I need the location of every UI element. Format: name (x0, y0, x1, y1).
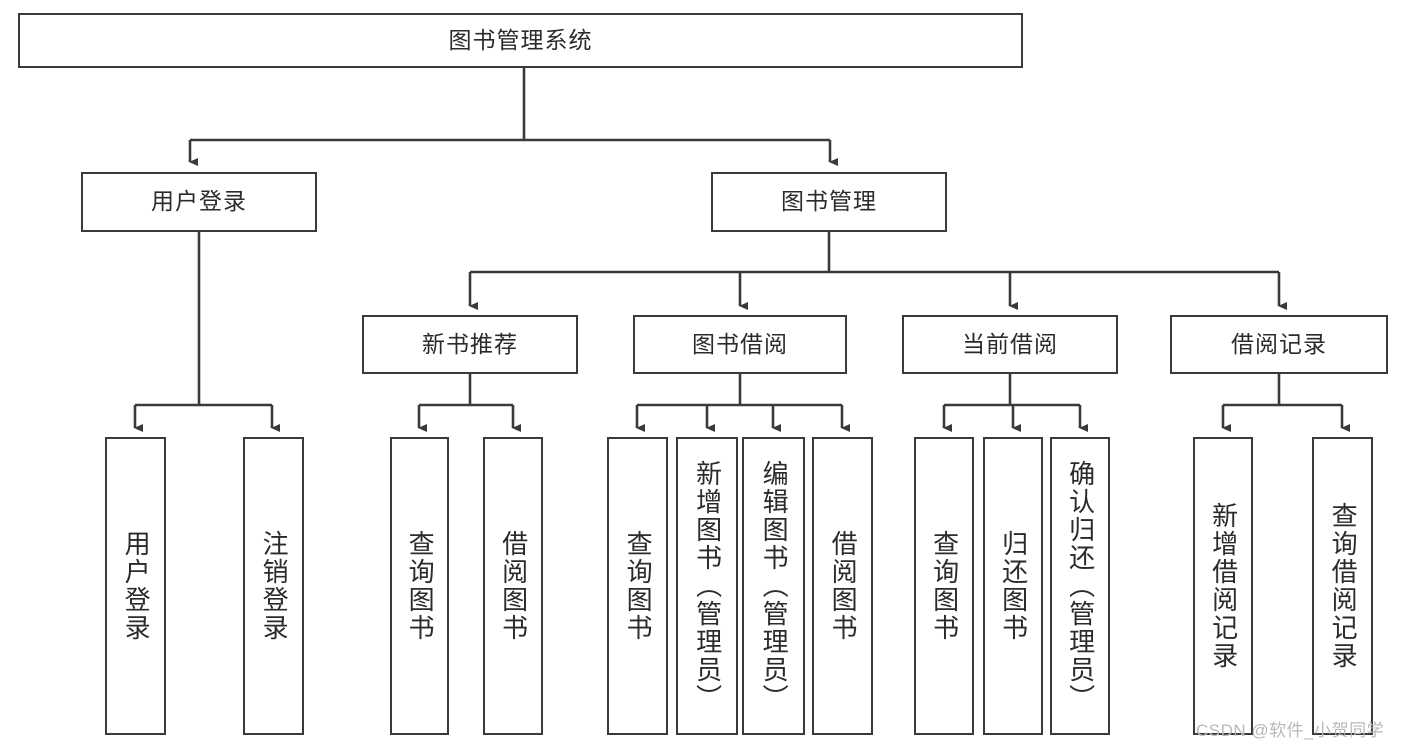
watermark-text: CSDN @软件_小贺同学 (1196, 721, 1385, 740)
node-label: 借阅图书 (828, 530, 859, 642)
leaf-current-borrow-return[interactable]: 归还图书 (983, 437, 1043, 735)
leaf-borrow-record-query[interactable]: 查询借阅记录 (1312, 437, 1373, 735)
leaf-user-login-login[interactable]: 用户登录 (105, 437, 166, 735)
node-current-borrow[interactable]: 当前借阅 (902, 315, 1118, 374)
node-label: 借阅图书 (498, 530, 529, 642)
leaf-book-borrow-borrow[interactable]: 借阅图书 (812, 437, 873, 735)
leaf-new-book-query[interactable]: 查询图书 (390, 437, 449, 735)
node-label: 查询借阅记录 (1328, 502, 1359, 670)
node-label: 新书推荐 (422, 330, 518, 357)
node-label: 查询图书 (405, 530, 436, 642)
node-label: 新增图书（管理员） (692, 460, 723, 712)
node-borrow-record[interactable]: 借阅记录 (1170, 315, 1388, 374)
leaf-book-borrow-edit[interactable]: 编辑图书（管理员） (742, 437, 805, 735)
node-book-management[interactable]: 图书管理 (711, 172, 947, 232)
node-label: 图书管理系统 (448, 26, 593, 53)
node-root-library-system[interactable]: 图书管理系统 (18, 13, 1023, 68)
node-label: 确认归还（管理员） (1065, 460, 1096, 712)
node-label: 查询图书 (623, 530, 654, 642)
node-label: 用户登录 (121, 530, 152, 642)
node-label: 图书管理 (781, 188, 877, 215)
leaf-user-login-logout[interactable]: 注销登录 (243, 437, 304, 735)
leaf-current-borrow-confirm-return[interactable]: 确认归还（管理员） (1050, 437, 1110, 735)
node-label: 用户登录 (151, 188, 247, 215)
node-label: 新增借阅记录 (1208, 502, 1239, 670)
leaf-book-borrow-query[interactable]: 查询图书 (607, 437, 668, 735)
node-label: 借阅记录 (1231, 330, 1327, 357)
node-label: 图书借阅 (692, 330, 788, 357)
leaf-borrow-record-add[interactable]: 新增借阅记录 (1193, 437, 1253, 735)
node-user-login[interactable]: 用户登录 (81, 172, 317, 232)
node-label: 注销登录 (259, 530, 290, 642)
node-book-borrow[interactable]: 图书借阅 (633, 315, 847, 374)
node-label: 编辑图书（管理员） (759, 460, 790, 712)
node-label: 归还图书 (998, 530, 1029, 642)
leaf-book-borrow-add[interactable]: 新增图书（管理员） (676, 437, 738, 735)
node-new-book-recommend[interactable]: 新书推荐 (362, 315, 578, 374)
leaf-new-book-borrow[interactable]: 借阅图书 (483, 437, 543, 735)
node-label: 当前借阅 (962, 330, 1058, 357)
leaf-current-borrow-query[interactable]: 查询图书 (914, 437, 974, 735)
node-label: 查询图书 (929, 530, 960, 642)
